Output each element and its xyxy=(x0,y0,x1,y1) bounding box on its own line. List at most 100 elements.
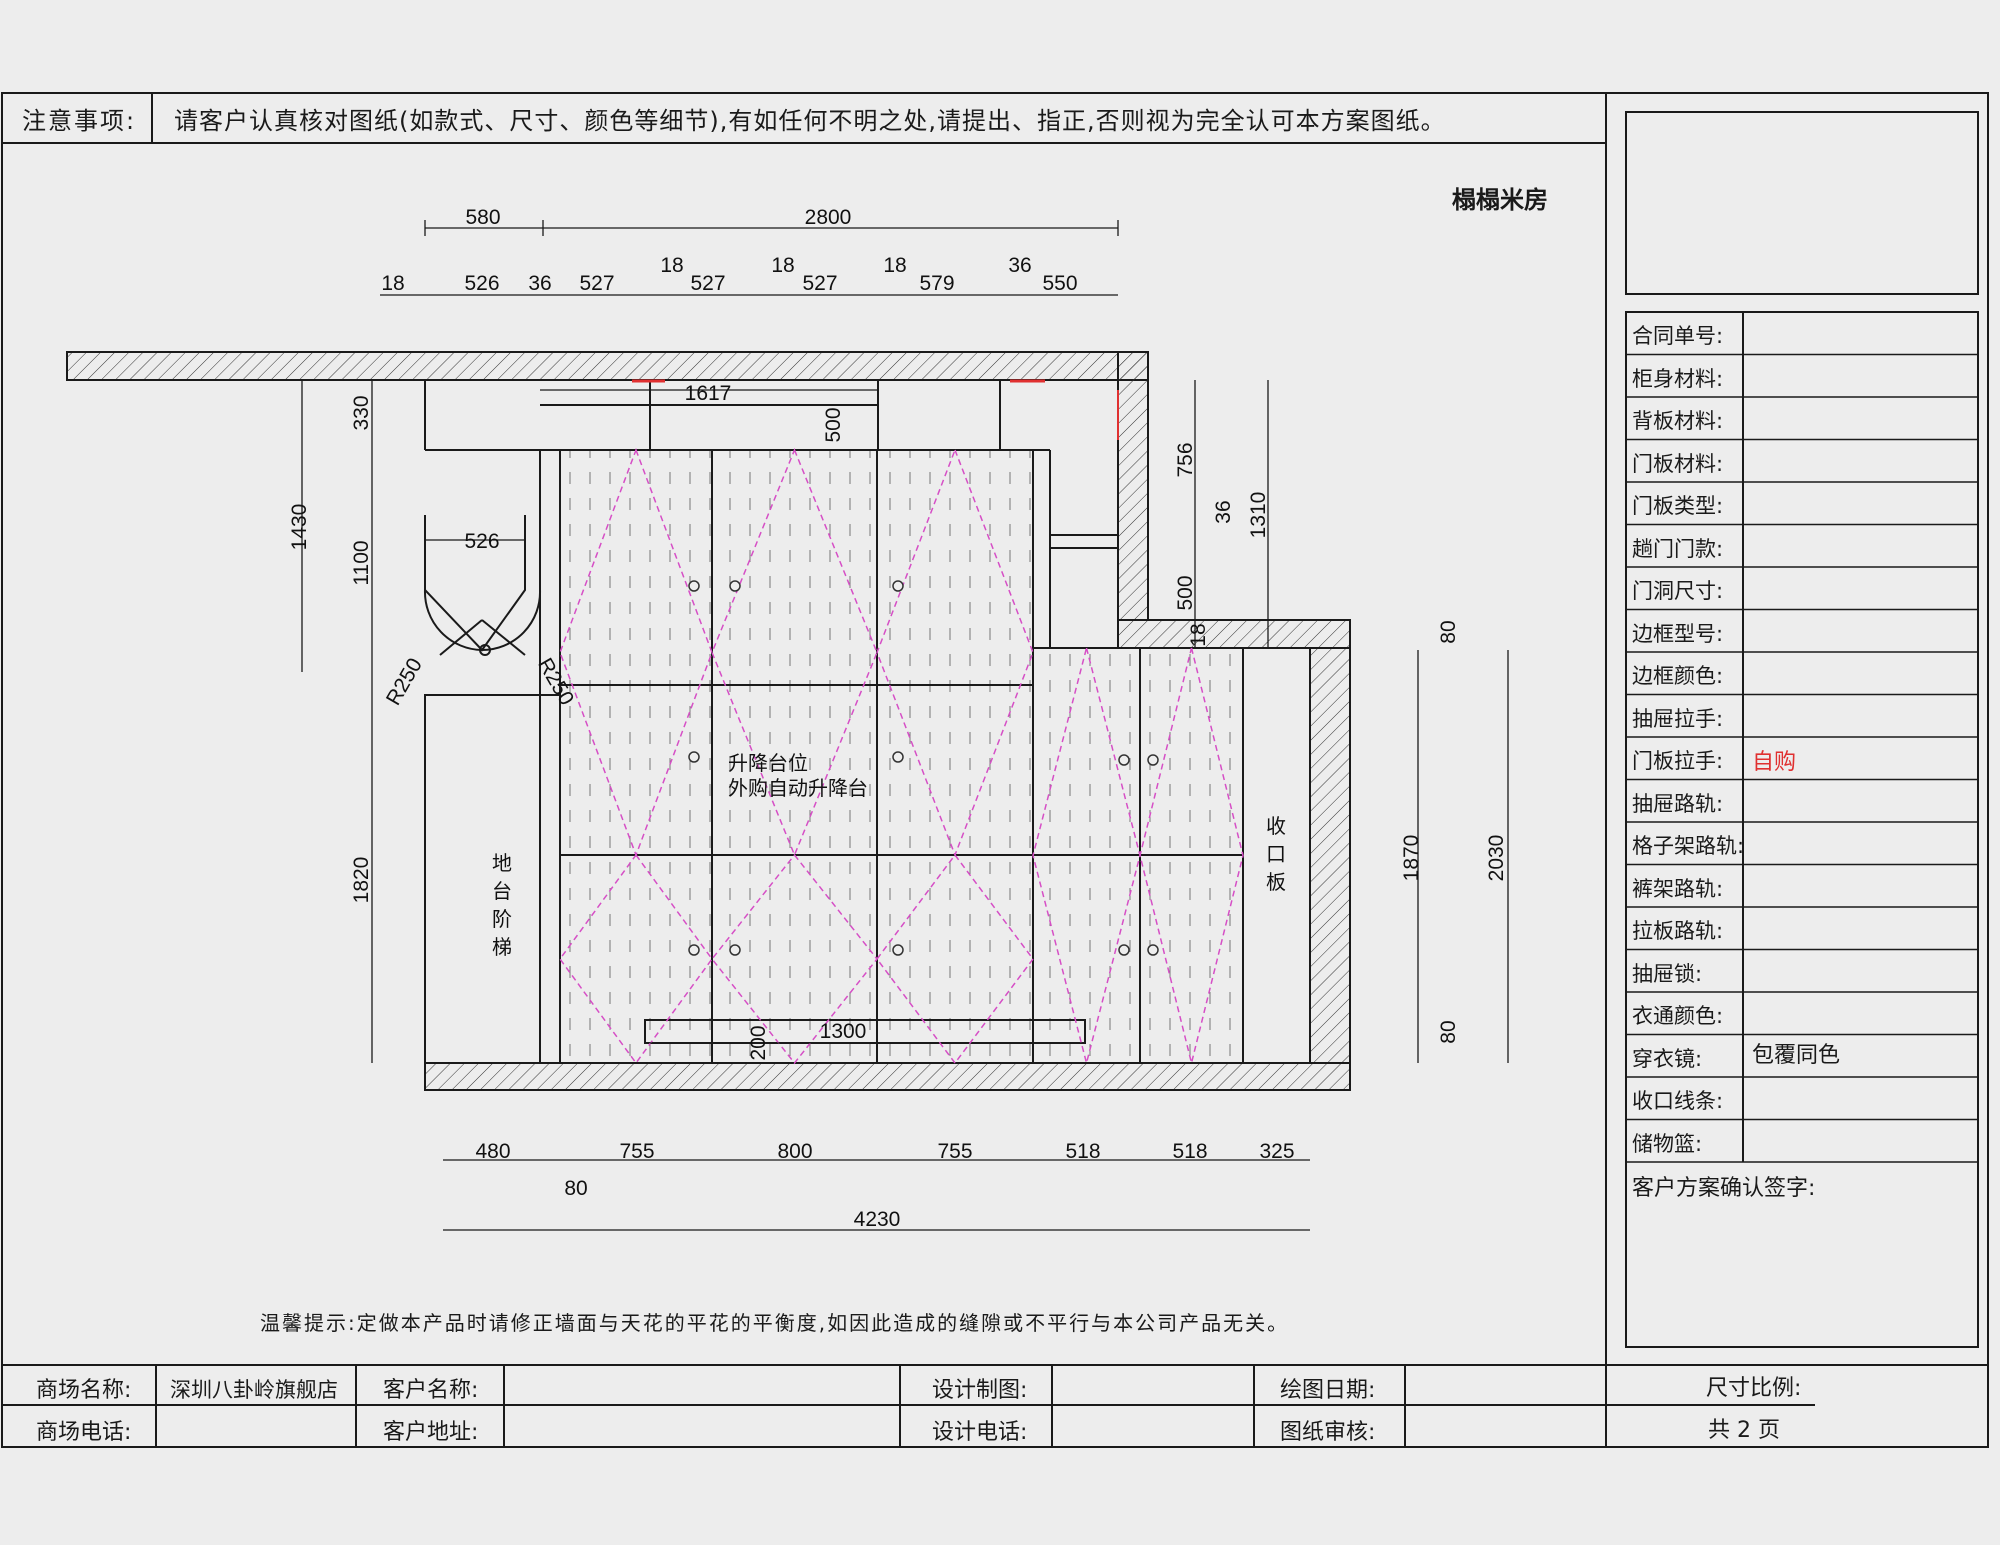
door-handle xyxy=(688,944,700,956)
vertical-label-char: 收 xyxy=(1266,814,1286,838)
dimension-label: 1310 xyxy=(1247,492,1270,539)
dimension-label: 526 xyxy=(464,272,499,295)
spec-label: 衣通颜色: xyxy=(1632,1004,1724,1028)
dimension-label: 18 xyxy=(883,254,906,277)
dimension-label: 500 xyxy=(822,407,845,442)
customer-addr-label: 客户地址: xyxy=(383,1420,479,1445)
page-count: 共 2 页 xyxy=(1708,1418,1780,1443)
door-handle xyxy=(892,580,904,592)
dimension-label: 500 xyxy=(1174,575,1197,610)
store-name: 深圳八卦岭旗舰店 xyxy=(170,1378,338,1402)
dimension-label: 550 xyxy=(1042,272,1077,295)
vertical-label-char: 台 xyxy=(492,879,512,903)
vertical-label-char: 板 xyxy=(1266,870,1286,894)
spec-table-grid xyxy=(1626,353,1978,1163)
door-diagonal xyxy=(559,853,713,1065)
dimension-label: 527 xyxy=(802,272,837,295)
spec-label: 穿衣镜: xyxy=(1632,1046,1703,1071)
door-handle xyxy=(1147,754,1159,766)
dimension-label: 480 xyxy=(475,1140,510,1163)
review-label: 图纸审核: xyxy=(1280,1420,1376,1445)
door-diagonal xyxy=(1032,647,1141,1064)
dimension-label: 18 xyxy=(660,254,683,277)
dimension-label: 526 xyxy=(464,530,499,553)
spec-label: 格子架路轨: xyxy=(1632,834,1745,858)
spec-label: 合同单号: xyxy=(1632,324,1724,348)
spec-label: 边框颜色: xyxy=(1632,664,1724,688)
warm-tip: 温馨提示:定做本产品时请修正墙面与天花的平花的平衡度,如因此造成的缝隙或不平行与… xyxy=(260,1311,1290,1335)
dimension-label: 755 xyxy=(619,1140,654,1163)
red-marks xyxy=(632,379,1119,440)
spec-label: 裤架路轨: xyxy=(1632,876,1724,901)
dimension-label: 527 xyxy=(579,272,614,295)
door-handle xyxy=(1118,944,1130,956)
dimension-label: 18 xyxy=(1187,623,1210,646)
dimension-label: 330 xyxy=(350,395,373,430)
spec-label: 门板材料: xyxy=(1632,451,1724,476)
door-handle xyxy=(729,580,741,592)
floor-plan xyxy=(66,351,1351,1091)
dimension-label: 200 xyxy=(747,1025,770,1060)
trim-label: 收口板 xyxy=(1266,814,1286,894)
dimension-label: 2800 xyxy=(805,206,852,229)
dimension-label: 36 xyxy=(1212,500,1235,523)
dimension-label: 2030 xyxy=(1485,835,1508,882)
dimension-label: 579 xyxy=(919,272,954,295)
dimension-label: 1300 xyxy=(820,1020,867,1043)
spec-label: 收口线条: xyxy=(1632,1089,1724,1113)
customer-name-label: 客户名称: xyxy=(383,1378,479,1403)
door-handles xyxy=(688,580,1159,956)
scale-label: 尺寸比例: xyxy=(1706,1376,1802,1401)
dimension-label: 18 xyxy=(381,272,404,295)
dimension-label: 800 xyxy=(777,1140,812,1163)
vertical-label-char: 阶 xyxy=(492,907,512,931)
confirm-signature-label: 客户方案确认签字: xyxy=(1632,1176,1816,1201)
dimension-label: 1100 xyxy=(350,540,373,585)
room-title: 榻榻米房 xyxy=(1452,186,1548,214)
dimension-label: 4230 xyxy=(854,1208,901,1231)
spec-label: 拉板路轨: xyxy=(1632,919,1724,943)
spec-label: 趟门门款: xyxy=(1632,536,1724,561)
dimension-label: 756 xyxy=(1174,442,1197,477)
note-text: 请客户认真核对图纸(如款式、尺寸、颜色等细节),有如任何不明之处,请提出、指正,… xyxy=(174,107,1446,135)
door-handle xyxy=(688,751,700,763)
dimension-label: R250 xyxy=(382,654,427,709)
door-handle xyxy=(729,944,741,956)
dimension-label: 80 xyxy=(1437,620,1460,643)
dimension-label: 80 xyxy=(1437,1020,1460,1043)
dimension-label: 1430 xyxy=(288,504,311,551)
spec-value: 包覆同色 xyxy=(1752,1042,1841,1068)
dimension-label: 36 xyxy=(1008,254,1031,277)
note-label: 注意事项: xyxy=(22,107,137,135)
store-name-label: 商场名称: xyxy=(36,1378,132,1403)
spec-label: 柜身材料: xyxy=(1632,366,1724,391)
dimension-label: 518 xyxy=(1172,1140,1207,1163)
dimension-label: 527 xyxy=(690,272,725,295)
dimension-lines xyxy=(301,220,1509,1231)
design-phone-label: 设计电话: xyxy=(932,1420,1028,1445)
vertical-label-char: 地 xyxy=(492,851,512,875)
dimension-label: 325 xyxy=(1259,1140,1294,1163)
draw-date-label: 绘图日期: xyxy=(1280,1378,1376,1403)
spec-label: 抽屉路轨: xyxy=(1632,791,1724,816)
spec-label: 门板类型: xyxy=(1632,494,1724,518)
dimension-label: 518 xyxy=(1065,1140,1100,1163)
door-handle xyxy=(1118,754,1130,766)
door-diagonal xyxy=(1139,647,1244,1064)
spec-label: 边框型号: xyxy=(1632,621,1724,646)
dimension-label: 755 xyxy=(937,1140,972,1163)
dimension-label: 18 xyxy=(771,254,794,277)
spec-label: 背板材料: xyxy=(1632,409,1724,433)
dimension-label: 1870 xyxy=(1400,835,1423,882)
spec-label: 储物篮: xyxy=(1632,1131,1703,1156)
dimension-label: 80 xyxy=(564,1177,587,1200)
lift-title: 升降台位 xyxy=(728,751,808,775)
vertical-label-char: 梯 xyxy=(492,935,512,959)
vertical-label-char: 口 xyxy=(1266,842,1286,866)
door-diagonal xyxy=(711,853,878,1065)
door-diagonal xyxy=(711,448,878,857)
door-handle xyxy=(1147,944,1159,956)
dimension-label: 36 xyxy=(528,272,551,295)
